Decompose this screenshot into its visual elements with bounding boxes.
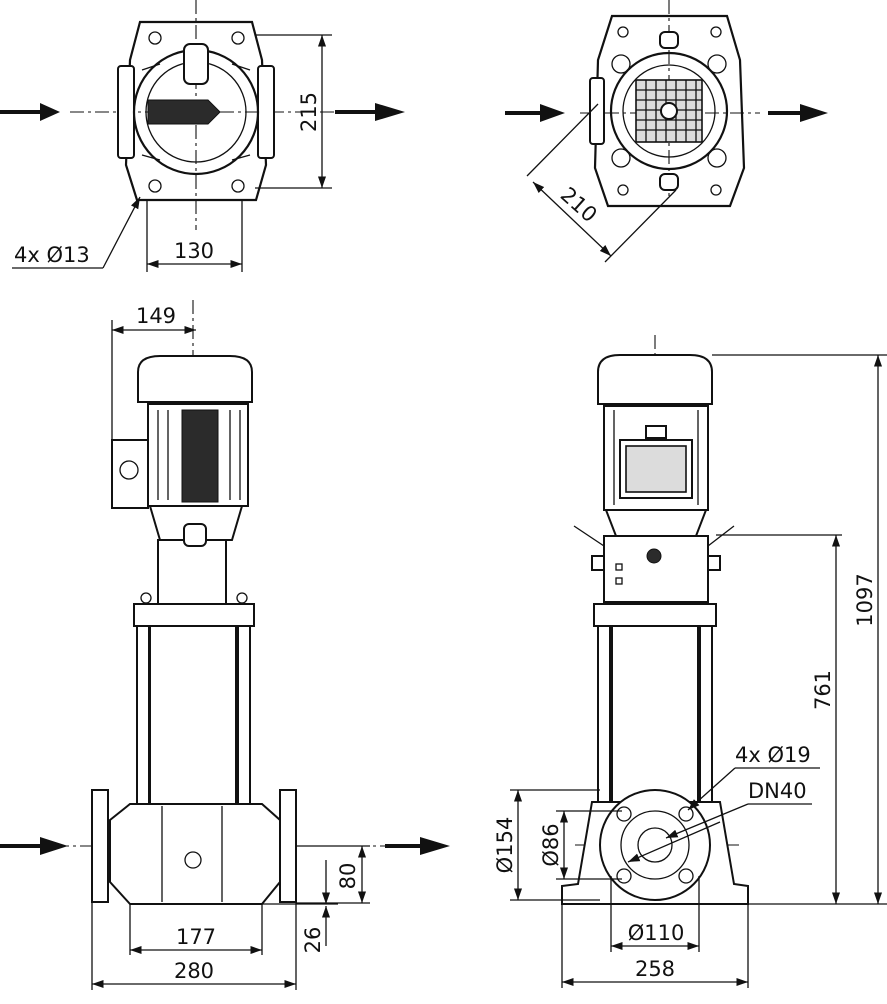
dimension-80-26: 80 26 — [262, 845, 370, 954]
top-view-motor — [580, 0, 760, 208]
overall-height-text: 1097 — [853, 573, 877, 626]
arrow-right-icon — [768, 104, 828, 122]
lantern-height-text: 761 — [811, 670, 835, 710]
flow-arrows-top-right — [505, 104, 828, 122]
hole-callout: 4x Ø13 — [12, 196, 141, 269]
dimension-130: 130 — [146, 200, 243, 272]
dimension-height-text: 215 — [297, 92, 321, 132]
arrow-right-icon — [385, 837, 450, 855]
flow-arrows-front — [0, 837, 450, 855]
nominal-diameter-label: DN40 — [748, 779, 807, 803]
dimension-width-text: 130 — [174, 239, 214, 263]
top-view-base — [70, 0, 335, 230]
flange-callouts: 4x Ø19 DN40 — [627, 743, 820, 863]
dimension-177: 177 — [129, 904, 263, 955]
motor-offset-text: 149 — [136, 304, 176, 328]
side-view-pump — [561, 335, 749, 905]
base-width-text: 258 — [635, 957, 675, 981]
flange-outer-text: Ø154 — [493, 817, 517, 874]
foot-height-text: 26 — [301, 927, 325, 954]
dimension-diagonal-text: 210 — [556, 182, 602, 227]
dimension-761: 761 — [716, 534, 842, 904]
arrow-right-icon — [0, 103, 60, 121]
base-outer-text: 280 — [174, 959, 214, 983]
base-inner-text: 177 — [176, 925, 216, 949]
dimension-149: 149 — [111, 304, 196, 440]
holes-label: 4x Ø13 — [14, 243, 90, 267]
dimension-1097: 1097 — [712, 354, 887, 905]
dimension-110: Ø110 — [610, 876, 700, 952]
arrow-right-icon — [0, 837, 68, 855]
bolt-circle-text: Ø110 — [628, 921, 685, 945]
dimension-flange-diameters: Ø154 Ø86 — [493, 789, 622, 901]
flange-holes-label: 4x Ø19 — [735, 743, 811, 767]
port-height-text: 80 — [336, 863, 360, 890]
arrow-right-icon — [505, 104, 565, 122]
dimension-258: 258 — [561, 904, 749, 988]
dimension-215: 215 — [255, 34, 332, 189]
dimension-280: 280 — [91, 902, 297, 990]
arrow-right-icon — [335, 103, 405, 121]
flange-raised-text: Ø86 — [539, 823, 563, 866]
flow-arrows-top-left — [0, 103, 405, 121]
front-view-pump — [55, 300, 385, 905]
